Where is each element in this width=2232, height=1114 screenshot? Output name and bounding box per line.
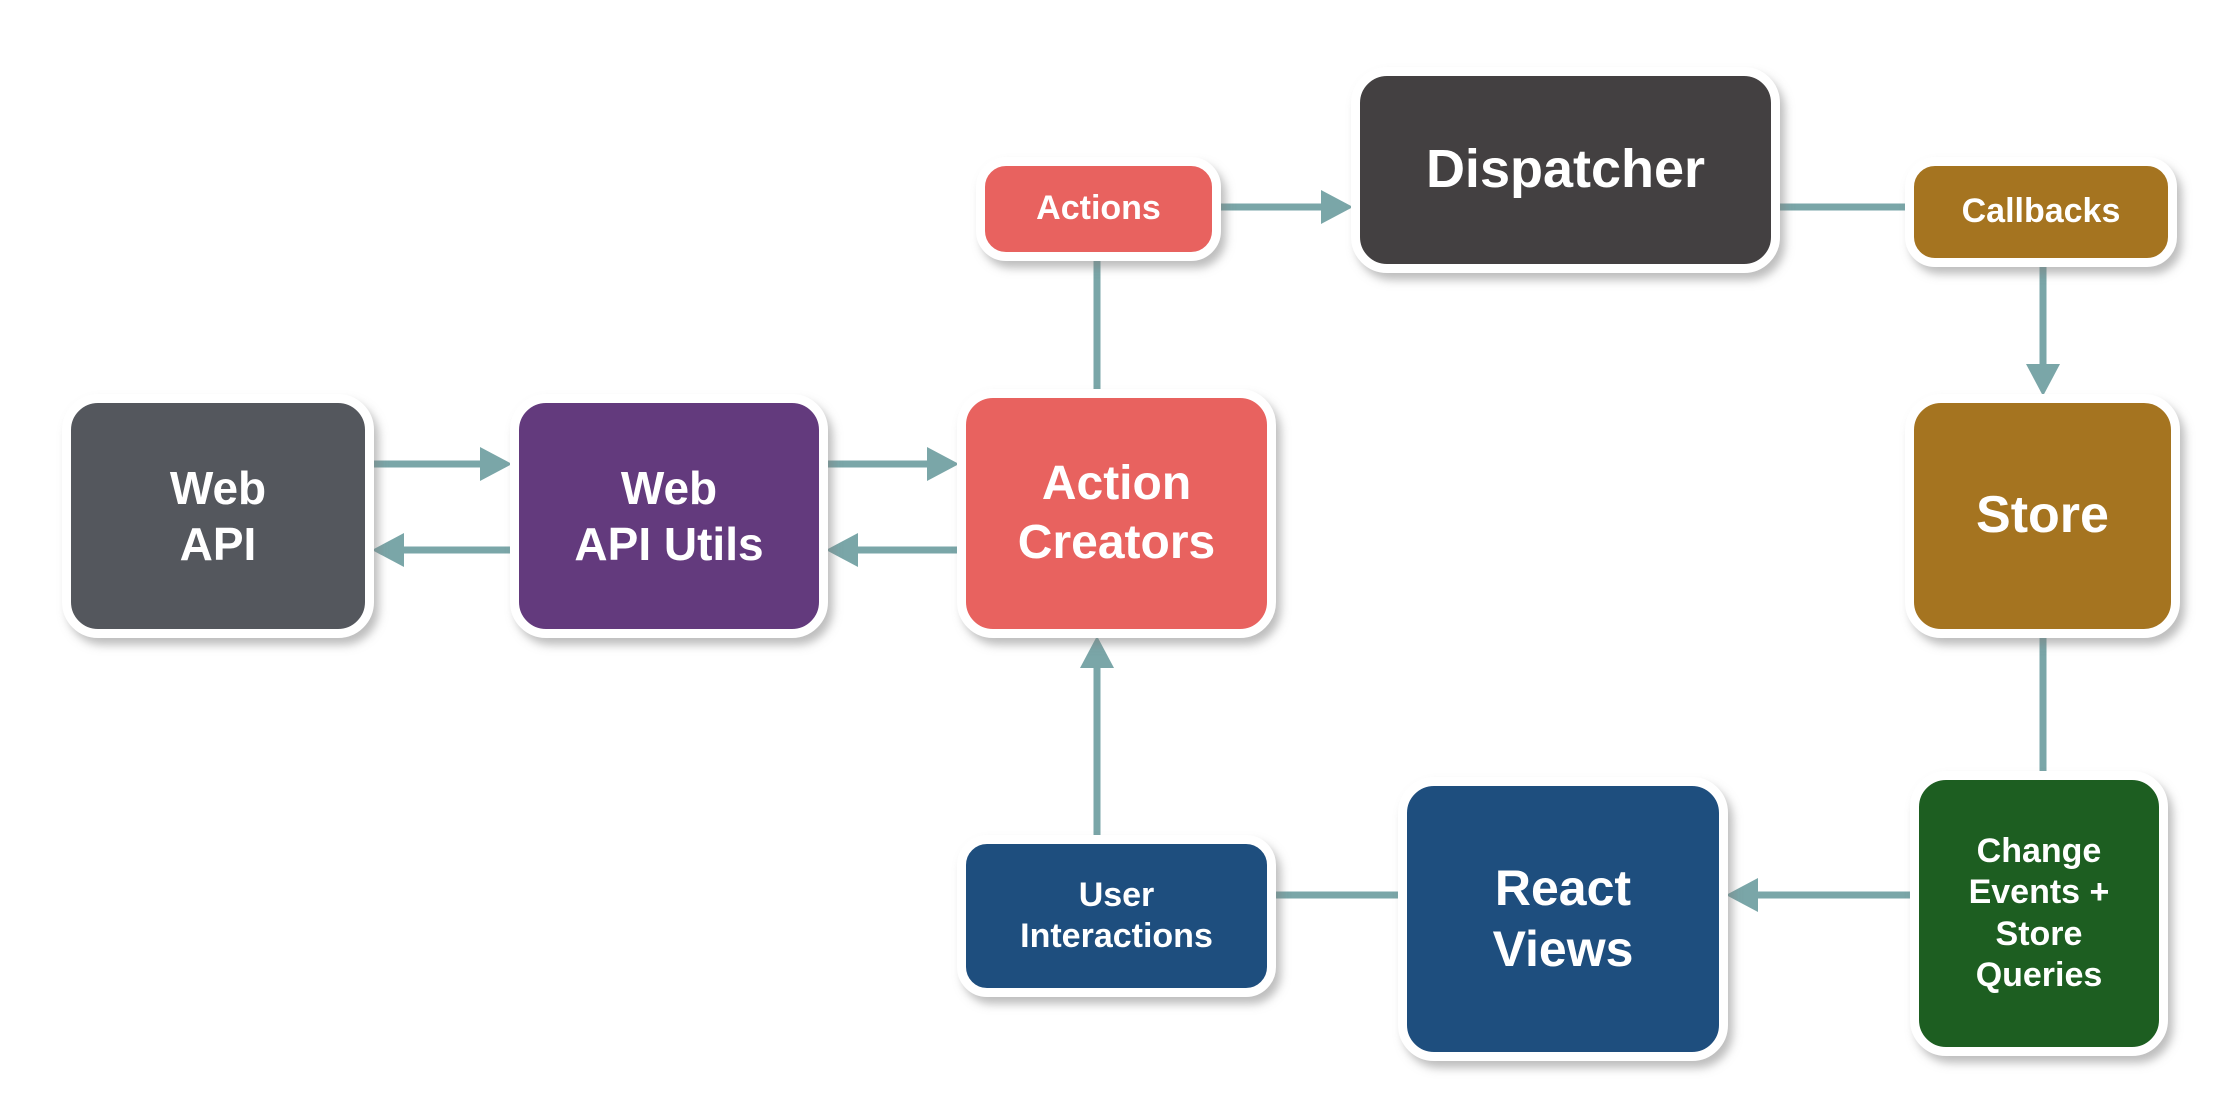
node-change-events: Change Events + Store Queries — [1910, 771, 2168, 1056]
edge-actions-to-dispatcher — [1221, 190, 1353, 224]
node-user-interactions: User Interactions — [957, 835, 1276, 997]
node-callbacks-label: Callbacks — [1961, 192, 2121, 231]
node-callbacks: Callbacks — [1905, 157, 2177, 267]
node-change-events-label: Change Events + Store Queries — [1968, 831, 2110, 994]
node-action-creators: Action Creators — [957, 389, 1276, 638]
node-react-views: React Views — [1398, 777, 1728, 1061]
node-user-interactions-label: User Interactions — [1020, 875, 1213, 955]
edge-web-api-to-web-api-utils — [374, 447, 512, 481]
edge-user-interactions-to-action-creators — [1080, 636, 1114, 835]
node-store: Store — [1905, 394, 2180, 638]
node-actions: Actions — [976, 157, 1221, 261]
node-actions-label: Actions — [1036, 189, 1161, 228]
edge-callbacks-to-store — [2026, 267, 2060, 396]
node-react-views-label: React Views — [1492, 860, 1634, 977]
node-action-creators-label: Action Creators — [1017, 456, 1216, 569]
node-dispatcher: Dispatcher — [1351, 67, 1780, 273]
edge-action-creators-to-web-api-utils — [826, 533, 957, 567]
edge-web-api-utils-to-action-creators — [828, 447, 959, 481]
node-web-api: Web API — [62, 394, 374, 638]
edge-web-api-utils-to-web-api — [372, 533, 510, 567]
node-web-api-label: Web API — [169, 461, 267, 570]
edge-change-events-to-react-views — [1726, 878, 1910, 912]
node-web-api-utils-label: Web API Utils — [574, 461, 764, 570]
node-dispatcher-label: Dispatcher — [1425, 139, 1706, 200]
node-store-label: Store — [1976, 486, 2109, 545]
node-web-api-utils: Web API Utils — [510, 394, 828, 638]
